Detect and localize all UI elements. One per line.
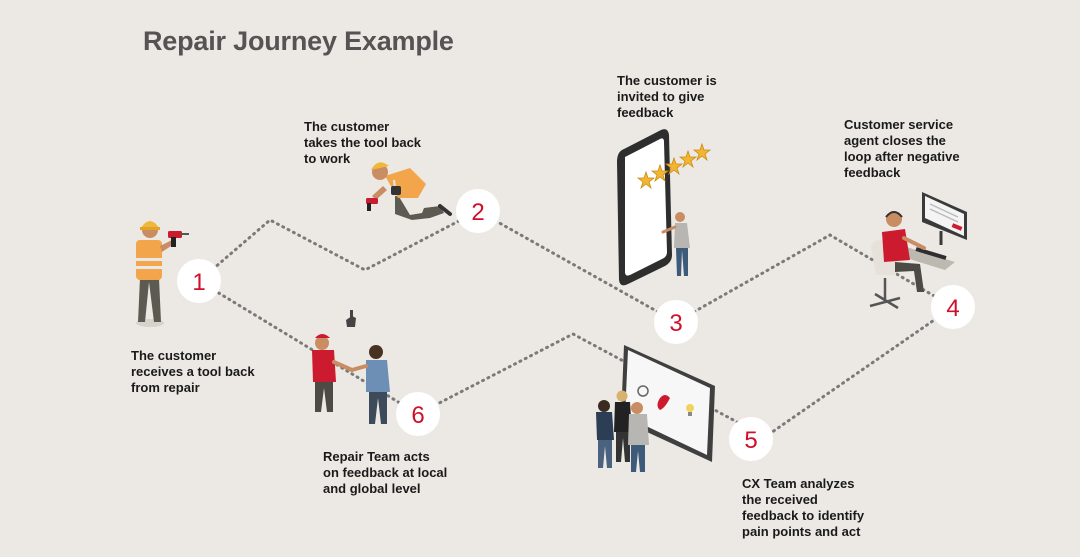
step-6-caption: Repair Team acts on feedback at local an… <box>323 449 448 496</box>
step-marker-1: 1 <box>177 259 221 303</box>
step-number-4: 4 <box>946 295 959 322</box>
journey-path <box>197 209 956 439</box>
step-marker-3: 3 <box>654 300 698 344</box>
step-number-1: 1 <box>192 269 205 296</box>
worker-with-drill-icon <box>136 221 189 327</box>
step-marker-4: 4 <box>931 285 975 329</box>
smartphone-rating-icon <box>617 129 712 286</box>
step-5-caption: CX Team analyzes the received feedback t… <box>742 476 865 539</box>
page-title: Repair Journey Example <box>143 26 454 56</box>
step-number-3: 3 <box>669 310 682 337</box>
handshake-icon <box>312 310 390 424</box>
step-marker-2: 2 <box>456 189 500 233</box>
service-agent-desk-icon <box>869 192 967 310</box>
step-marker-6: 6 <box>396 392 440 436</box>
step-4-caption: Customer service agent closes the loop a… <box>844 117 960 180</box>
step-number-5: 5 <box>744 427 757 454</box>
kneeling-worker-icon <box>366 162 452 220</box>
step-marker-5: 5 <box>729 417 773 461</box>
team-whiteboard-icon <box>596 345 715 472</box>
step-number-2: 2 <box>471 199 484 226</box>
step-1-caption: The customer receives a tool back from r… <box>131 348 255 395</box>
step-2-caption: The customer takes the tool back to work <box>304 119 422 166</box>
step-3-caption: The customer is invited to give feedback <box>617 73 717 120</box>
step-number-6: 6 <box>411 402 424 429</box>
